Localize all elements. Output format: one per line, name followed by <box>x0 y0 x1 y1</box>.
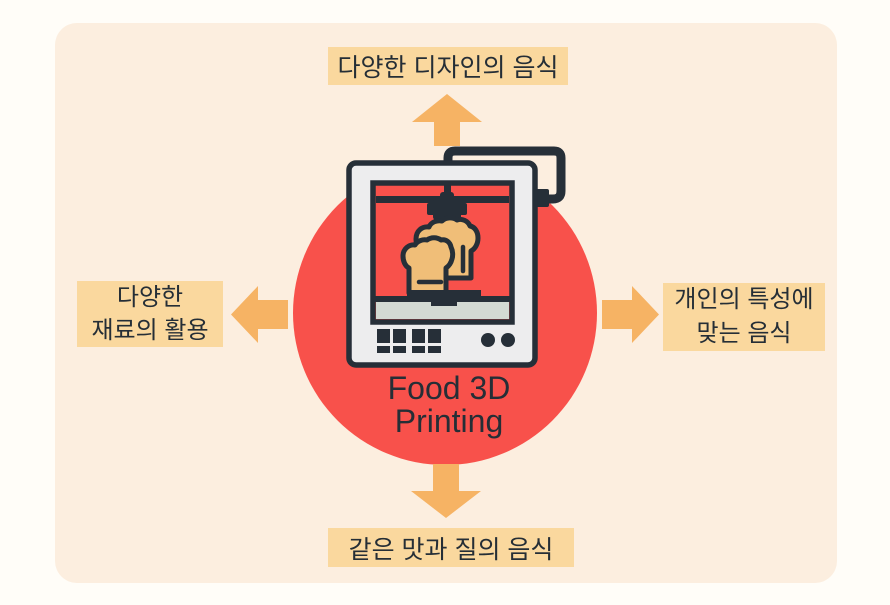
benefit-label-right-line2: 맞는 음식 <box>696 320 792 347</box>
block-arrow-up-icon <box>412 94 482 146</box>
block-arrow-down-icon <box>411 464 481 518</box>
printer-window-frame <box>370 180 515 325</box>
benefit-label-top-text: 다양한 디자인의 음식 <box>337 54 559 82</box>
center-title-line2: Printing <box>394 403 504 439</box>
printer-platform <box>407 290 481 306</box>
printer-buttons <box>377 329 515 353</box>
food-3d-printer-icon <box>346 146 566 368</box>
benefit-label-left-line2: 재료의 활용 <box>91 317 209 344</box>
benefit-label-left: 다양한 재료의 활용 <box>77 281 223 347</box>
benefit-label-top: 다양한 디자인의 음식 <box>328 47 568 85</box>
printer-tray <box>376 301 509 319</box>
benefit-label-right: 개인의 특성에 맞는 음식 <box>663 283 825 351</box>
block-arrow-left-icon <box>231 286 288 343</box>
bread-slice-front <box>400 235 456 296</box>
benefit-label-right-line1: 개인의 특성에 <box>674 286 814 313</box>
benefit-label-bottom-text: 같은 맛과 질의 음식 <box>348 535 554 564</box>
center-title: Food 3D Printing <box>337 372 561 438</box>
printer-tube <box>443 146 566 204</box>
block-arrow-right-icon <box>602 286 659 343</box>
benefit-label-bottom: 같은 맛과 질의 음식 <box>328 528 574 567</box>
center-title-line1: Food 3D <box>387 370 511 406</box>
benefit-label-left-line1: 다양한 <box>116 284 184 311</box>
